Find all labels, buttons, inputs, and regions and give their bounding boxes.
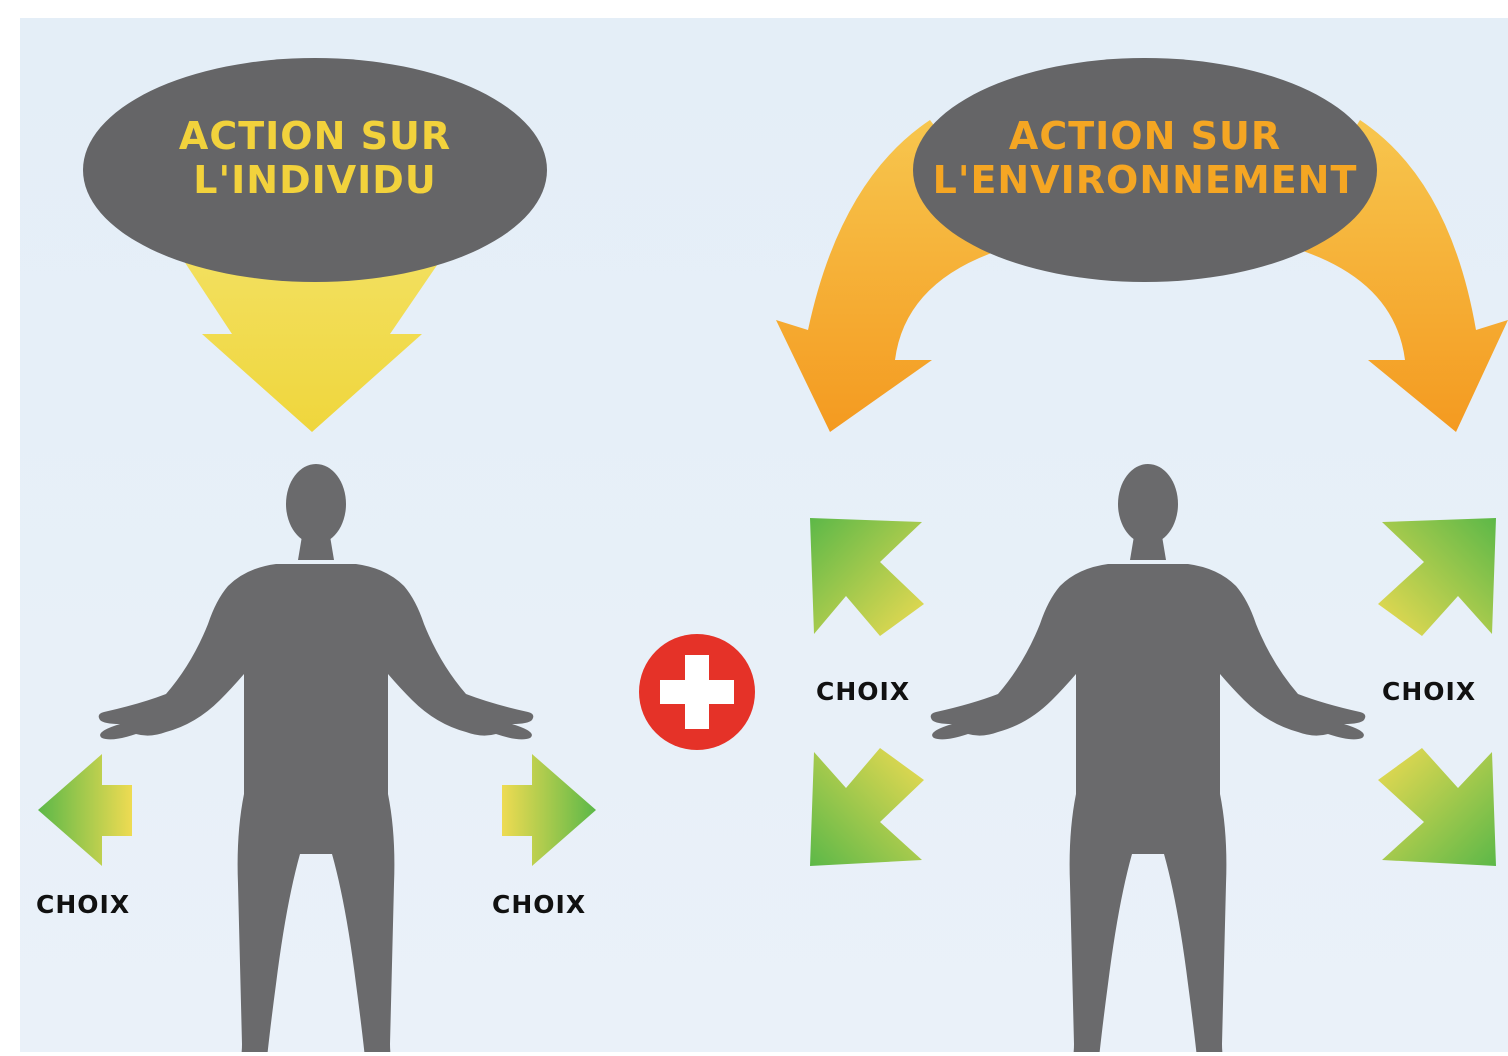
choice-up-left-arrow-icon [810,518,924,636]
individual-bubble [83,58,547,282]
individual-bubble-line1: ACTION SUR [178,114,452,158]
choice-left-arrow-icon [38,754,132,866]
environment-bubble [913,58,1377,282]
individual-bubble-line2: L'INDIVIDU [193,158,437,202]
environment-choice-left-label: CHOIX [816,677,911,706]
individual-bubble-title: ACTION SUR L'INDIVIDU [135,114,495,202]
choice-right-label: CHOIX [492,890,587,919]
choice-down-left-arrow-icon [810,748,924,866]
plus-icon [639,634,755,750]
choice-up-right-arrow-icon [1378,518,1496,636]
choice-left-label: CHOIX [36,890,131,919]
environment-bubble-line2: L'ENVIRONNEMENT [932,158,1358,202]
environment-choice-right-label: CHOIX [1382,677,1477,706]
choice-right-arrow-icon [502,754,596,866]
individual-arrow [178,252,446,432]
environment-bubble-title: ACTION SUR L'ENVIRONNEMENT [925,114,1365,202]
environment-bubble-line1: ACTION SUR [1008,114,1282,158]
choice-down-right-arrow-icon [1378,748,1496,866]
